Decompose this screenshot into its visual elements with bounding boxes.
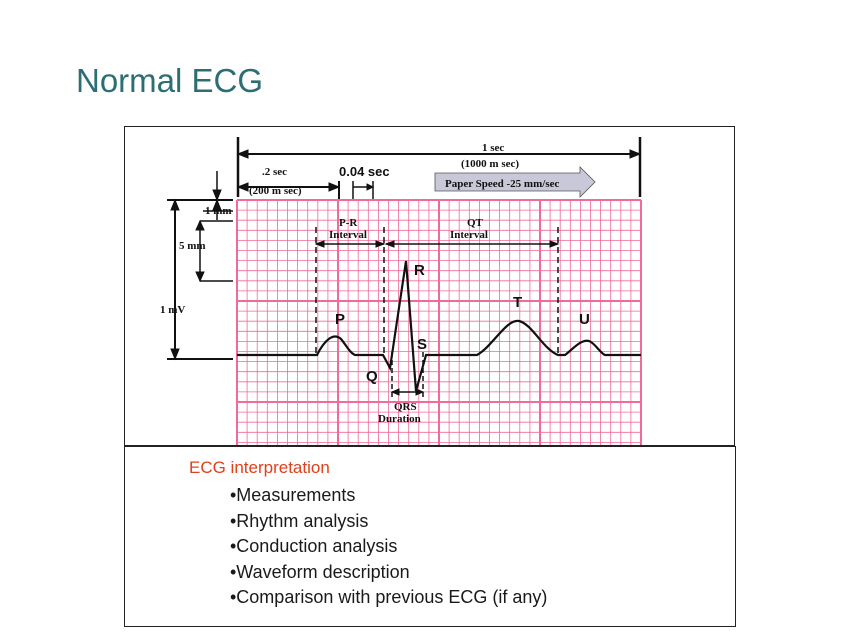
interpretation-list: •Measurements •Rhythm analysis •Conducti…: [230, 483, 547, 611]
list-item: •Conduction analysis: [230, 536, 398, 557]
callout-label: 0.04 sec: [339, 164, 390, 179]
ecg-diagram: 0.04 sec 1 sec (1000 m sec) .2 sec (200 …: [124, 126, 735, 446]
ecg-trace: [237, 260, 641, 392]
qrs-duration-label-2: Duration: [378, 413, 421, 425]
one-mm-label: 1 mm: [205, 205, 232, 217]
qrs-duration-label-1: QRS: [394, 401, 417, 413]
qt-interval-label-1: QT: [467, 217, 484, 229]
two-sec-label: .2 sec: [262, 166, 287, 178]
wave-p-label: P: [335, 311, 345, 328]
qt-interval-label-2: Interval: [450, 229, 488, 241]
interpretation-panel: ECG interpretation •Measurements •Rhythm…: [124, 446, 736, 627]
one-mv-label: 1 mV: [160, 304, 185, 316]
slide-title: Normal ECG: [76, 62, 264, 99]
one-sec-label: 1 sec: [482, 142, 504, 154]
paper-speed-label: Paper Speed -25 mm/sec: [445, 178, 559, 190]
ecg-grid-paper: [236, 199, 642, 445]
pr-interval-label-1: P-R: [339, 217, 358, 229]
list-item: •Comparison with previous ECG (if any): [230, 587, 548, 608]
list-item: •Waveform description: [230, 561, 410, 582]
one-sec-ms-label: (1000 m sec): [461, 158, 519, 170]
wave-q-label: Q: [366, 368, 378, 385]
list-item: •Rhythm analysis: [230, 510, 369, 531]
wave-u-label: U: [579, 311, 590, 328]
interpretation-heading: ECG interpretation: [189, 458, 330, 477]
list-item: •Measurements: [230, 485, 356, 505]
wave-t-label: T: [513, 294, 522, 311]
pr-interval-label-2: Interval: [329, 229, 367, 241]
two-sec-ms-label: (200 m sec): [249, 185, 302, 197]
wave-s-label: S: [417, 336, 427, 353]
ecg-diagram-svg: 0.04 sec 1 sec (1000 m sec) .2 sec (200 …: [160, 137, 642, 445]
interval-markers: [314, 227, 560, 399]
voltage-scale: [167, 171, 233, 361]
paper-speed-arrow: [434, 166, 596, 198]
wave-r-label: R: [414, 262, 425, 279]
callout-box: [337, 161, 403, 181]
five-mm-label: 5 mm: [179, 240, 206, 252]
